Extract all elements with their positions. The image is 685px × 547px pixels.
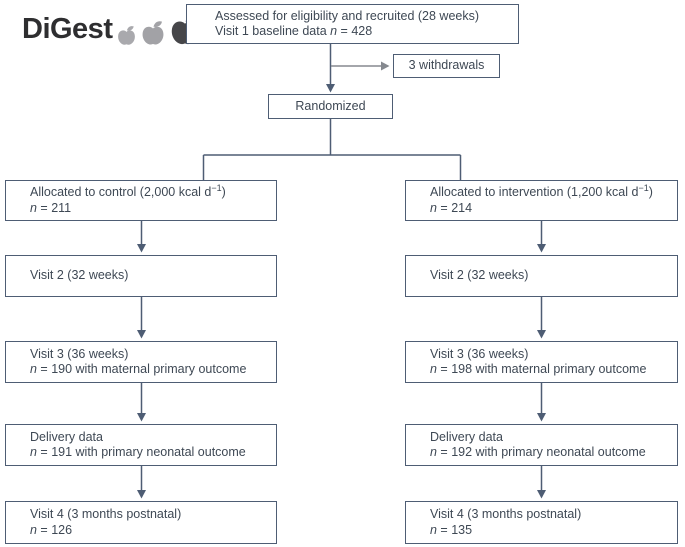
randomized-label: Randomized	[295, 98, 366, 113]
box-right-delivery: Delivery data n = 192 with primary neona…	[405, 424, 678, 466]
box-left-delivery: Delivery data n = 191 with primary neona…	[5, 424, 277, 466]
right-delivery-line2: n = 192 with primary neonatal outcome	[430, 445, 646, 459]
box-left-allocated: Allocated to control (2,000 kcal d−1) n …	[5, 180, 277, 221]
left-delivery-line1: Delivery data	[30, 429, 103, 444]
right-visit4-line2: n = 135	[430, 522, 473, 537]
assessed-line1: Assessed for eligibility and recruited (…	[215, 8, 480, 23]
apple-icon-medium	[143, 21, 164, 45]
right-allocated-line1: Allocated to intervention (1,200 kcal d−…	[430, 182, 653, 199]
right-visit3-line1: Visit 3 (36 weeks)	[430, 346, 529, 361]
right-delivery-line1: Delivery data	[430, 429, 503, 444]
box-right-allocated: Allocated to intervention (1,200 kcal d−…	[405, 180, 678, 221]
right-visit4-line1: Visit 4 (3 months postnatal)	[430, 507, 582, 521]
left-visit4-line2: n = 126	[30, 522, 73, 537]
box-right-visit4: Visit 4 (3 months postnatal) n = 135	[405, 501, 678, 544]
box-right-visit2: Visit 2 (32 weeks)	[405, 255, 678, 297]
right-visit3-line2: n = 198 with maternal primary outcome	[430, 362, 647, 376]
assessed-line2: Visit 1 baseline data n = 428	[215, 24, 373, 38]
box-left-visit4: Visit 4 (3 months postnatal) n = 126	[5, 501, 277, 544]
withdrawals-label: 3 withdrawals	[408, 58, 485, 73]
right-visit2-line1: Visit 2 (32 weeks)	[430, 268, 529, 283]
box-assessed-eligibility: Assessed for eligibility and recruited (…	[186, 4, 519, 44]
box-left-visit3: Visit 3 (36 weeks) n = 190 with maternal…	[5, 341, 277, 383]
box-randomized: Randomized	[268, 94, 393, 119]
box-withdrawals: 3 withdrawals	[393, 54, 500, 78]
left-allocated-line1: Allocated to control (2,000 kcal d−1)	[30, 182, 226, 199]
left-visit3-line2: n = 190 with maternal primary outcome	[30, 362, 247, 376]
digest-logo-text: DiGest	[22, 13, 113, 45]
right-allocated-line2: n = 214	[430, 200, 473, 215]
left-visit3-line1: Visit 3 (36 weeks)	[30, 346, 129, 361]
digest-logo: DiGest	[22, 8, 200, 46]
left-allocated-line2: n = 211	[30, 200, 72, 215]
apple-icon-small	[118, 26, 136, 45]
left-visit2-line1: Visit 2 (32 weeks)	[30, 268, 129, 283]
left-visit4-line1: Visit 4 (3 months postnatal)	[30, 507, 182, 521]
left-delivery-line2: n = 191 with primary neonatal outcome	[30, 445, 246, 459]
box-left-visit2: Visit 2 (32 weeks)	[5, 255, 277, 297]
box-right-visit3: Visit 3 (36 weeks) n = 198 with maternal…	[405, 341, 678, 383]
